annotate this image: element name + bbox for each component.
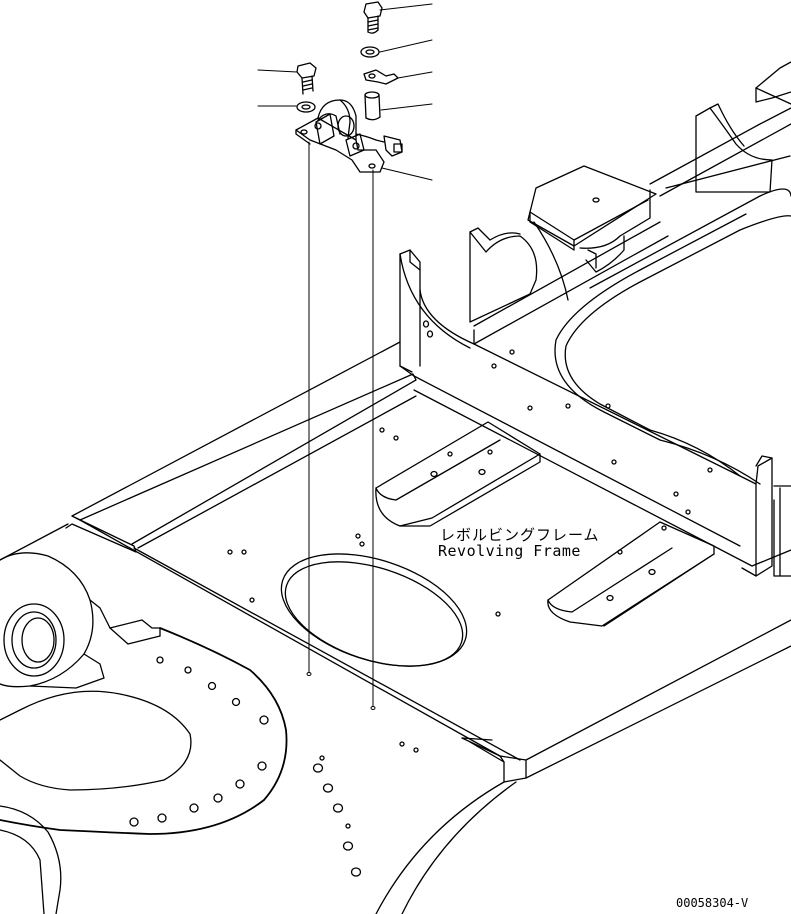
spacer-icon [364,91,381,121]
clip-icon [363,69,399,85]
bolt-icon [363,1,383,34]
leader-line [379,39,433,53]
bolt-icon [296,62,317,95]
bracket-icon [295,99,403,173]
bolt-holes [129,197,713,877]
leader-line [381,167,433,181]
leader-line [257,69,298,73]
drawing-number: 00058304-V [676,896,749,910]
revolving-frame [0,61,791,914]
component-label-en: Revolving Frame [438,542,581,560]
washer-icon [360,46,380,58]
leader-line [379,3,433,11]
washer-icon [296,101,316,113]
leader-line [397,71,433,79]
component-label-jp: レボルビングフレーム [440,526,600,544]
leader-line [380,103,433,111]
